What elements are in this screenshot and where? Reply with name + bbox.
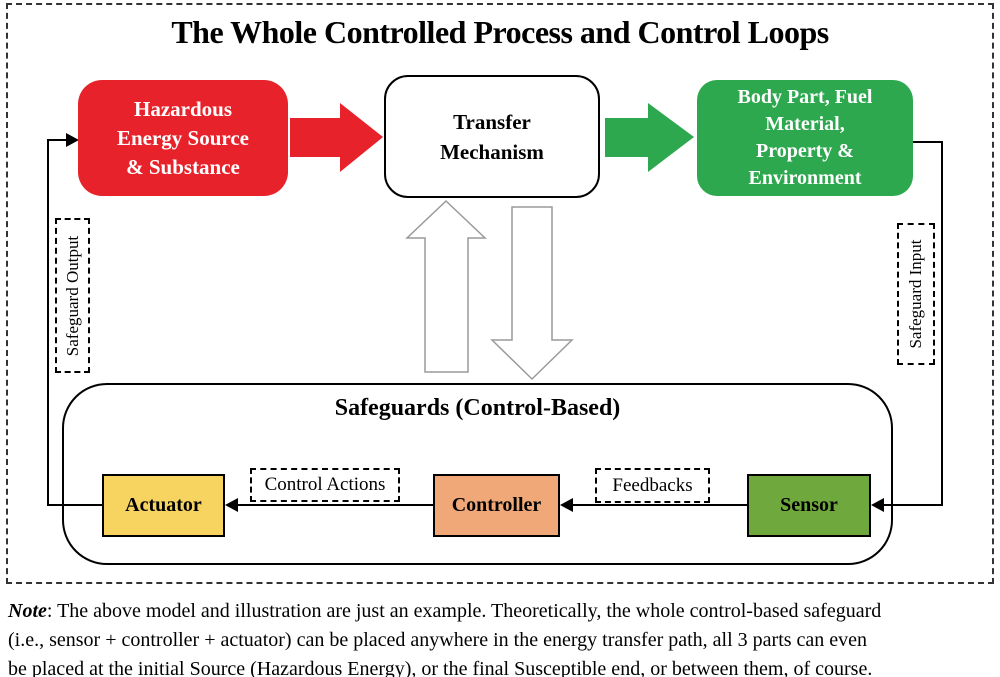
target-box-line: Body Part, Fuel [737, 86, 873, 108]
actuator-to-hazard-line [47, 139, 102, 506]
note-line-1-text: : The above model and illustration are j… [46, 600, 882, 622]
actuator-to-hazard-arrowhead [66, 133, 79, 147]
safeguards-container: Safeguards (Control-Based) [62, 383, 893, 565]
transfer-box-line: Mechanism [440, 139, 544, 164]
control-actions-label: Control Actions [264, 474, 386, 495]
control-actions-label-box: Control Actions [250, 468, 400, 502]
feedbacks-label-box: Feedbacks [595, 468, 710, 503]
note-text: Note: The above model and illustration a… [8, 597, 996, 677]
actuator-box: Actuator [102, 474, 225, 537]
safeguard-input-label: Safeguard Input [906, 239, 925, 349]
note-line-3: be placed at the initial Source (Hazardo… [8, 658, 873, 677]
safeguard-input-label-box: Safeguard Input [897, 223, 935, 365]
note-prefix: Note [8, 600, 47, 622]
safeguard-output-label: Safeguard Output [62, 235, 82, 356]
diagram-dashed-border [6, 3, 994, 584]
note-line-2: (i.e., sensor + controller + actuator) c… [8, 629, 868, 651]
safeguard-output-label-box: Safeguard Output [55, 218, 90, 373]
feedbacks-label: Feedbacks [612, 474, 693, 496]
actuator-label: Actuator [125, 494, 202, 516]
target-to-sensor-arrowhead [871, 498, 884, 512]
hazard-box-line: Energy Source [116, 125, 250, 150]
transfer-to-target-arrow [605, 103, 694, 172]
note-line-1: Note: The above model and illustration a… [8, 597, 996, 626]
hazard-box-line: & Substance [126, 154, 240, 179]
hazard-box-line: Hazardous [133, 96, 232, 121]
target-box-line: Material, [765, 113, 845, 135]
susceptible-target-box: Body Part, Fuel Material, Property & Env… [697, 80, 913, 196]
hazard-energy-source-box: Hazardous Energy Source & Substance [78, 80, 288, 196]
hazard-to-transfer-arrow [290, 103, 383, 172]
target-box-line: Environment [748, 167, 862, 189]
target-box-line: Property & [756, 140, 854, 162]
transfer-mechanism-box: Transfer Mechanism [384, 75, 600, 198]
transfer-box-line: Transfer [453, 109, 531, 134]
sensor-box: Sensor [747, 474, 871, 537]
controller-box: Controller [433, 474, 560, 537]
safeguards-title: Safeguards (Control-Based) [334, 395, 621, 421]
diagram-title: The Whole Controlled Process and Control… [171, 14, 829, 50]
controller-to-actuator-arrowhead [225, 498, 238, 512]
sensor-to-controller-arrowhead [560, 498, 573, 512]
controller-label: Controller [451, 494, 542, 516]
transfer-down-arrow [490, 206, 574, 381]
safeguards-up-arrow [405, 199, 487, 373]
sensor-label: Sensor [780, 494, 838, 516]
target-to-sensor-line [884, 141, 943, 506]
